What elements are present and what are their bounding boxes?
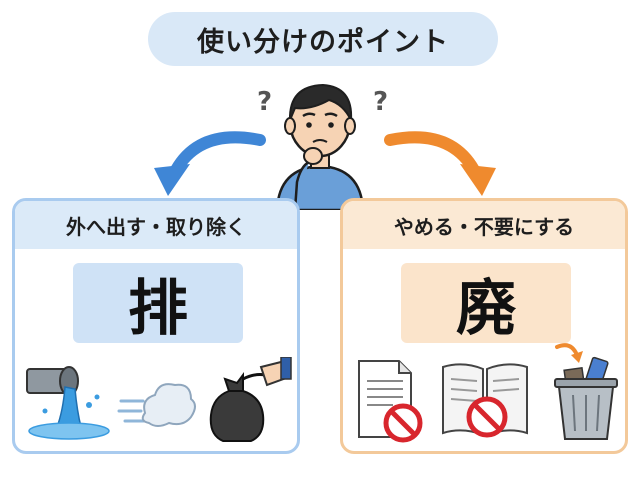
garbage-bag-icon bbox=[209, 357, 292, 442]
abolish-panel-header: やめる・不要にする bbox=[343, 201, 625, 249]
exclude-icon-row bbox=[23, 357, 292, 447]
prohibited-document-icon bbox=[358, 360, 423, 443]
question-mark-left-icon: ? bbox=[257, 87, 272, 117]
abolish-panel: やめる・不要にする 廃 bbox=[340, 198, 628, 454]
question-mark-right-icon: ? bbox=[373, 87, 388, 117]
right-curved-arrow-icon bbox=[384, 131, 496, 196]
abolish-icon-row bbox=[351, 343, 619, 447]
abolish-kanji: 廃 bbox=[401, 263, 571, 344]
left-curved-arrow-icon bbox=[154, 131, 266, 196]
exclude-kanji: 排 bbox=[73, 263, 243, 344]
thinking-person-icon: ? ? bbox=[257, 83, 388, 210]
prohibited-book-icon bbox=[442, 363, 528, 438]
exclude-panel: 外へ出す・取り除く 排 bbox=[12, 198, 300, 454]
page-title: 使い分けのポイント bbox=[148, 12, 498, 66]
exclude-panel-header: 外へ出す・取り除く bbox=[15, 201, 297, 249]
drain-pipe-icon bbox=[26, 366, 110, 440]
trash-can-icon bbox=[554, 343, 618, 440]
exhaust-air-icon bbox=[117, 383, 196, 427]
